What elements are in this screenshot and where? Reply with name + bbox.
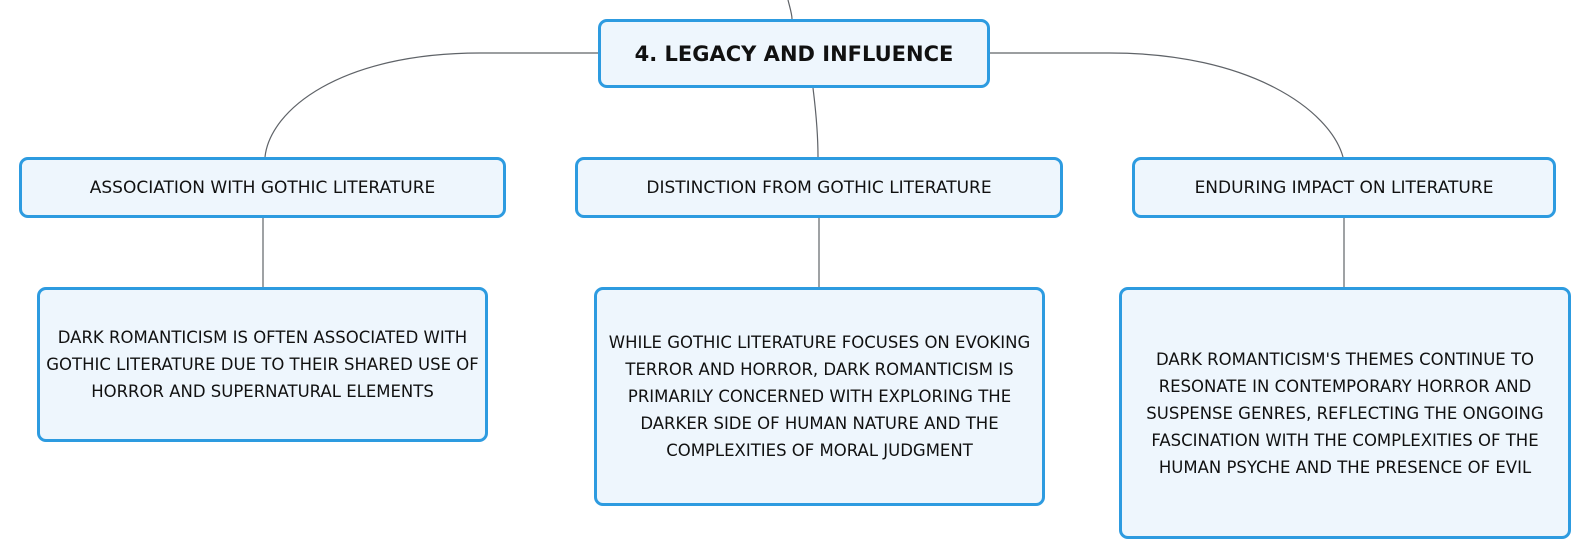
detail-distinction-from-gothic-literature[interactable]: WHILE GOTHIC LITERATURE FOCUSES ON EVOKI… <box>594 287 1045 506</box>
connector-root-to-enduring-impact <box>990 52 1344 158</box>
topic-enduring-impact-on-literature[interactable]: ENDURING IMPACT ON LITERATURE <box>1132 157 1556 218</box>
connector-root-to-distinction <box>812 87 819 158</box>
topic-association-with-gothic-literature[interactable]: ASSOCIATION WITH GOTHIC LITERATURE <box>19 157 506 218</box>
detail-text: WHILE GOTHIC LITERATURE FOCUSES ON EVOKI… <box>608 333 1031 460</box>
topic-label: DISTINCTION FROM GOTHIC LITERATURE <box>646 177 992 198</box>
detail-text: DARK ROMANTICISM'S THEMES CONTINUE TO RE… <box>1146 349 1544 477</box>
connector-parent-to-root <box>787 0 793 20</box>
root-topic[interactable]: 4. LEGACY AND INFLUENCE <box>598 19 990 88</box>
topic-distinction-from-gothic-literature[interactable]: DISTINCTION FROM GOTHIC LITERATURE <box>575 157 1063 218</box>
detail-enduring-impact-on-literature[interactable]: DARK ROMANTICISM'S THEMES CONTINUE TO RE… <box>1119 287 1571 539</box>
connector-root-to-association <box>264 52 598 158</box>
detail-text: DARK ROMANTICISM IS OFTEN ASSOCIATED WIT… <box>46 328 479 401</box>
detail-association-with-gothic-literature[interactable]: DARK ROMANTICISM IS OFTEN ASSOCIATED WIT… <box>37 287 488 442</box>
topic-label: ENDURING IMPACT ON LITERATURE <box>1194 177 1494 198</box>
root-topic-label: 4. LEGACY AND INFLUENCE <box>634 41 954 66</box>
topic-label: ASSOCIATION WITH GOTHIC LITERATURE <box>89 177 436 198</box>
